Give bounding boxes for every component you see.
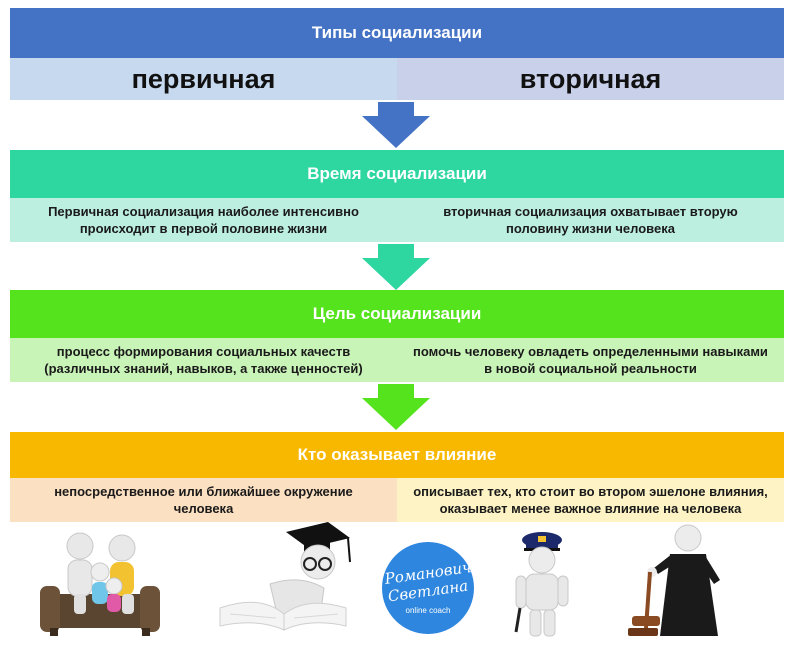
influence-header: Кто оказывает влияние — [10, 432, 784, 478]
time-primary: Первичная социализация наиболее интенсив… — [48, 204, 359, 236]
logo-tagline: online coach — [405, 606, 451, 615]
types-row: первичная вторичная — [10, 58, 784, 100]
goal-primary: процесс формирования социальных качеств … — [44, 344, 363, 376]
influence-primary: непосредственное или ближайшее окружение… — [10, 478, 397, 522]
time-secondary: вторичная социализация охватывает вторую… — [443, 204, 738, 236]
romanovich-logo: Романович Светлана online coach — [382, 542, 474, 634]
goal-header: Цель социализации — [10, 290, 784, 338]
influence-secondary: описывает тех, кто стоит во втором эшело… — [397, 478, 784, 522]
arrow-down-icon — [362, 102, 430, 148]
types-primary: первичная — [10, 58, 397, 100]
time-row: Первичная социализация наиболее интенсив… — [10, 198, 784, 242]
types-header: Типы социализации — [10, 8, 784, 58]
types-secondary: вторичная — [397, 58, 784, 100]
influence-row: непосредственное или ближайшее окружение… — [10, 478, 784, 522]
arrow-down-icon — [362, 384, 430, 430]
arrow-down-icon — [362, 244, 430, 290]
family-on-sofa-icon — [40, 532, 160, 636]
judge-with-gavel-icon — [628, 524, 720, 636]
police-officer-icon — [514, 532, 569, 637]
goal-secondary: помочь человеку овладеть определенными н… — [413, 344, 768, 376]
time-header: Время социализации — [10, 150, 784, 198]
graduate-reading-book-icon — [219, 522, 351, 631]
goal-row: процесс формирования социальных качеств … — [10, 338, 784, 382]
